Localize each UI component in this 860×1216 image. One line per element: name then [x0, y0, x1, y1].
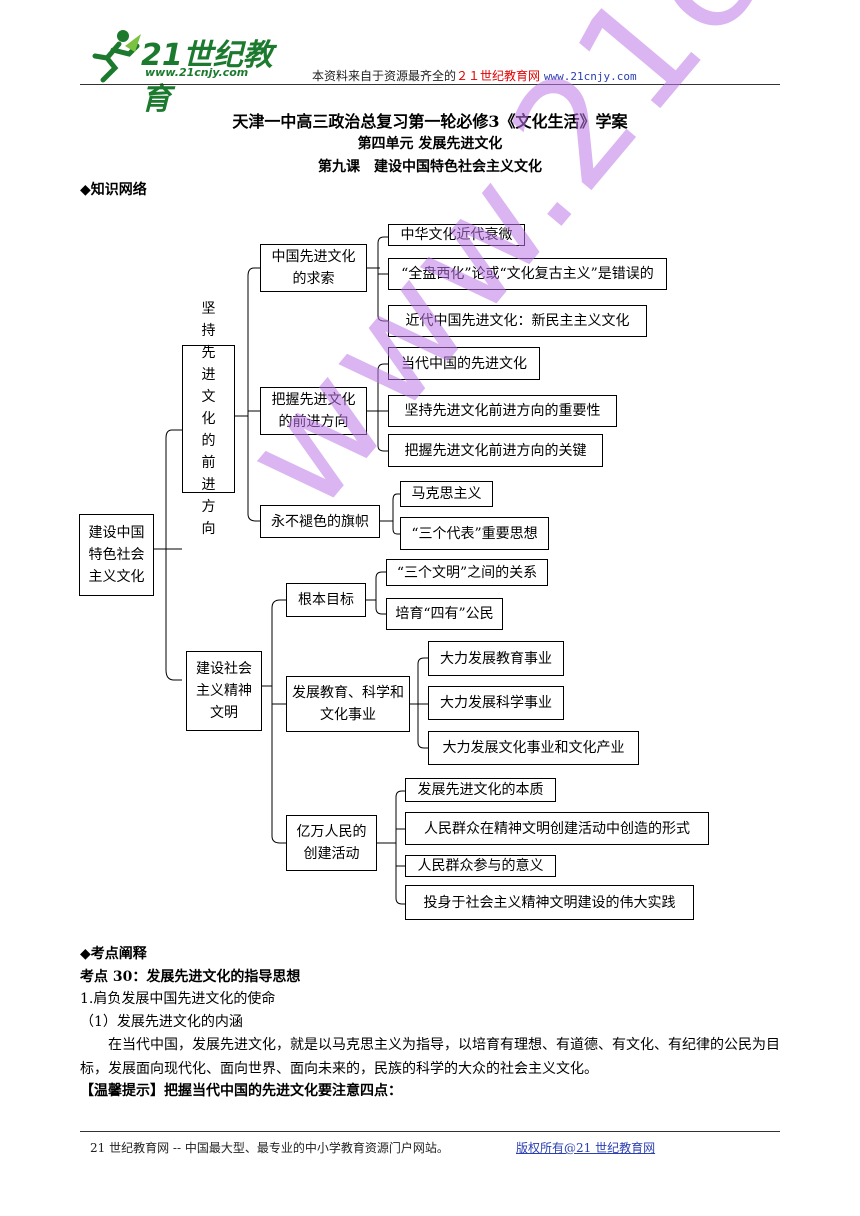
footer-copyright-text[interactable]: 版权所有@21 世纪教育网 — [516, 1141, 656, 1155]
item-b2-3-0: 发展先进文化的本质 — [405, 778, 556, 802]
item-b2-2-0: 大力发展教育事业 — [428, 641, 564, 676]
item-b2-1-0: “三个文明”之间的关系 — [386, 559, 548, 586]
runner-icon — [92, 30, 141, 83]
branch-spiritual-civilization: 建设社会主义精神文明 — [186, 651, 262, 731]
logo: 21世纪教育 www.21cnjy.com — [85, 28, 285, 117]
item-b1-2-1: 坚持先进文化前进方向的重要性 — [388, 395, 617, 427]
node-fundamental-goal: 根本目标 — [286, 583, 366, 617]
page-title: 天津一中高三政治总复习第一轮必修3《文化生活》学案 — [232, 112, 628, 131]
item-b2-1-1: 培育“四有”公民 — [386, 598, 503, 630]
diagram-root: 建设中国特色社会主义文化 — [79, 514, 154, 596]
definition-paragraph: 在当代中国，发展先进文化，就是以马克思主义为指导，以培育有理想、有道德、有文化、… — [80, 1037, 780, 1077]
notice-prefix: 本资料来自于资源最齐全的 — [312, 69, 457, 83]
lesson-title: 第九课 建设中国特色社会主义文化 — [318, 159, 542, 175]
logo-url: www.21cnjy.com — [145, 66, 249, 79]
item-b1-1-1: “全盘西化”论或“文化复古主义”是错误的 — [388, 258, 667, 290]
item-b1-3-0: 马克思主义 — [400, 481, 493, 507]
footer-copyright-link[interactable]: 版权所有@21 世纪教育网 — [516, 1139, 655, 1156]
node-everlasting-banner: 永不褪色的旗帜 — [260, 505, 380, 538]
item-b1-3-1: “三个代表”重要思想 — [400, 517, 549, 550]
item-b1-1-0: 中华文化近代衰微 — [388, 224, 525, 246]
point-1: 1.肩负发展中国先进文化的使命 — [80, 991, 276, 1007]
node-develop-education: 发展教育、科学和文化事业 — [286, 676, 410, 732]
header-rule — [80, 84, 780, 85]
footer-rule — [80, 1131, 780, 1132]
logo-text: 21世纪教育 — [141, 38, 273, 117]
item-b2-3-2: 人民群众参与的意义 — [405, 855, 556, 877]
header-notice: 本资料来自于资源最齐全的２１世纪教育网 www.21cnjy.com — [312, 67, 637, 84]
section-points: ◆考点阐释 — [80, 946, 147, 962]
diagram-connectors — [154, 236, 428, 905]
item-b1-1-2: 近代中国先进文化：新民主主义文化 — [388, 305, 647, 337]
footer-left: 21 世纪教育网 -- 中国最大型、最专业的中小学教育资源门户网站。 — [90, 1141, 449, 1155]
item-b2-2-1: 大力发展科学事业 — [428, 686, 564, 720]
item-b1-2-2: 把握先进文化前进方向的关键 — [388, 434, 603, 467]
point-1-1: （1）发展先进文化的内涵 — [80, 1014, 243, 1030]
warm-tip: 【温馨提示】把握当代中国的先进文化要注意四点： — [80, 1083, 402, 1099]
notice-site[interactable]: ２１世纪教育网 — [456, 69, 541, 83]
point-title: 考点 30：发展先进文化的指导思想 — [80, 969, 301, 985]
section-network: ◆知识网络 — [80, 182, 147, 198]
node-chinese-advanced-culture-quest: 中国先进文化的求索 — [260, 244, 367, 292]
item-b2-2-2: 大力发展文化事业和文化产业 — [428, 731, 639, 765]
item-b2-3-3: 投身于社会主义精神文明建设的伟大实践 — [405, 885, 694, 920]
node-creation-activities: 亿万人民的创建活动 — [286, 815, 377, 871]
item-b2-3-1: 人民群众在精神文明创建活动中创造的形式 — [405, 812, 709, 845]
notice-url[interactable]: www.21cnjy.com — [543, 70, 637, 83]
branch-advanced-direction: 坚持先进文化的前进方向 — [182, 301, 235, 537]
unit-title: 第四单元 发展先进文化 — [357, 136, 503, 152]
item-b1-2-0: 当代中国的先进文化 — [388, 347, 540, 380]
node-grasp-direction: 把握先进文化的前进方向 — [260, 387, 367, 435]
